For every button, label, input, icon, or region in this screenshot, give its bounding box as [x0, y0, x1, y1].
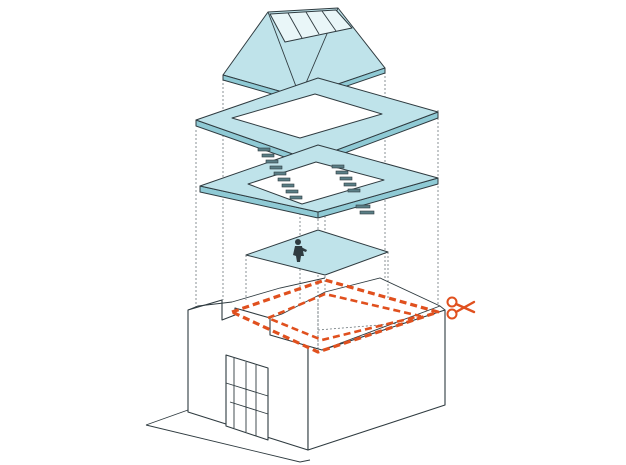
stair-flight-right	[331, 164, 375, 215]
side-wall	[307, 309, 446, 451]
cut-line	[230, 278, 440, 354]
mezzanine-platform	[245, 229, 389, 276]
middle-floor-slab	[199, 144, 439, 219]
person-figure-icon	[293, 239, 307, 262]
scissors-icon	[446, 296, 476, 320]
entrance-door	[225, 354, 269, 441]
existing-building-shell	[145, 277, 446, 463]
stair-flight-left	[257, 147, 303, 200]
